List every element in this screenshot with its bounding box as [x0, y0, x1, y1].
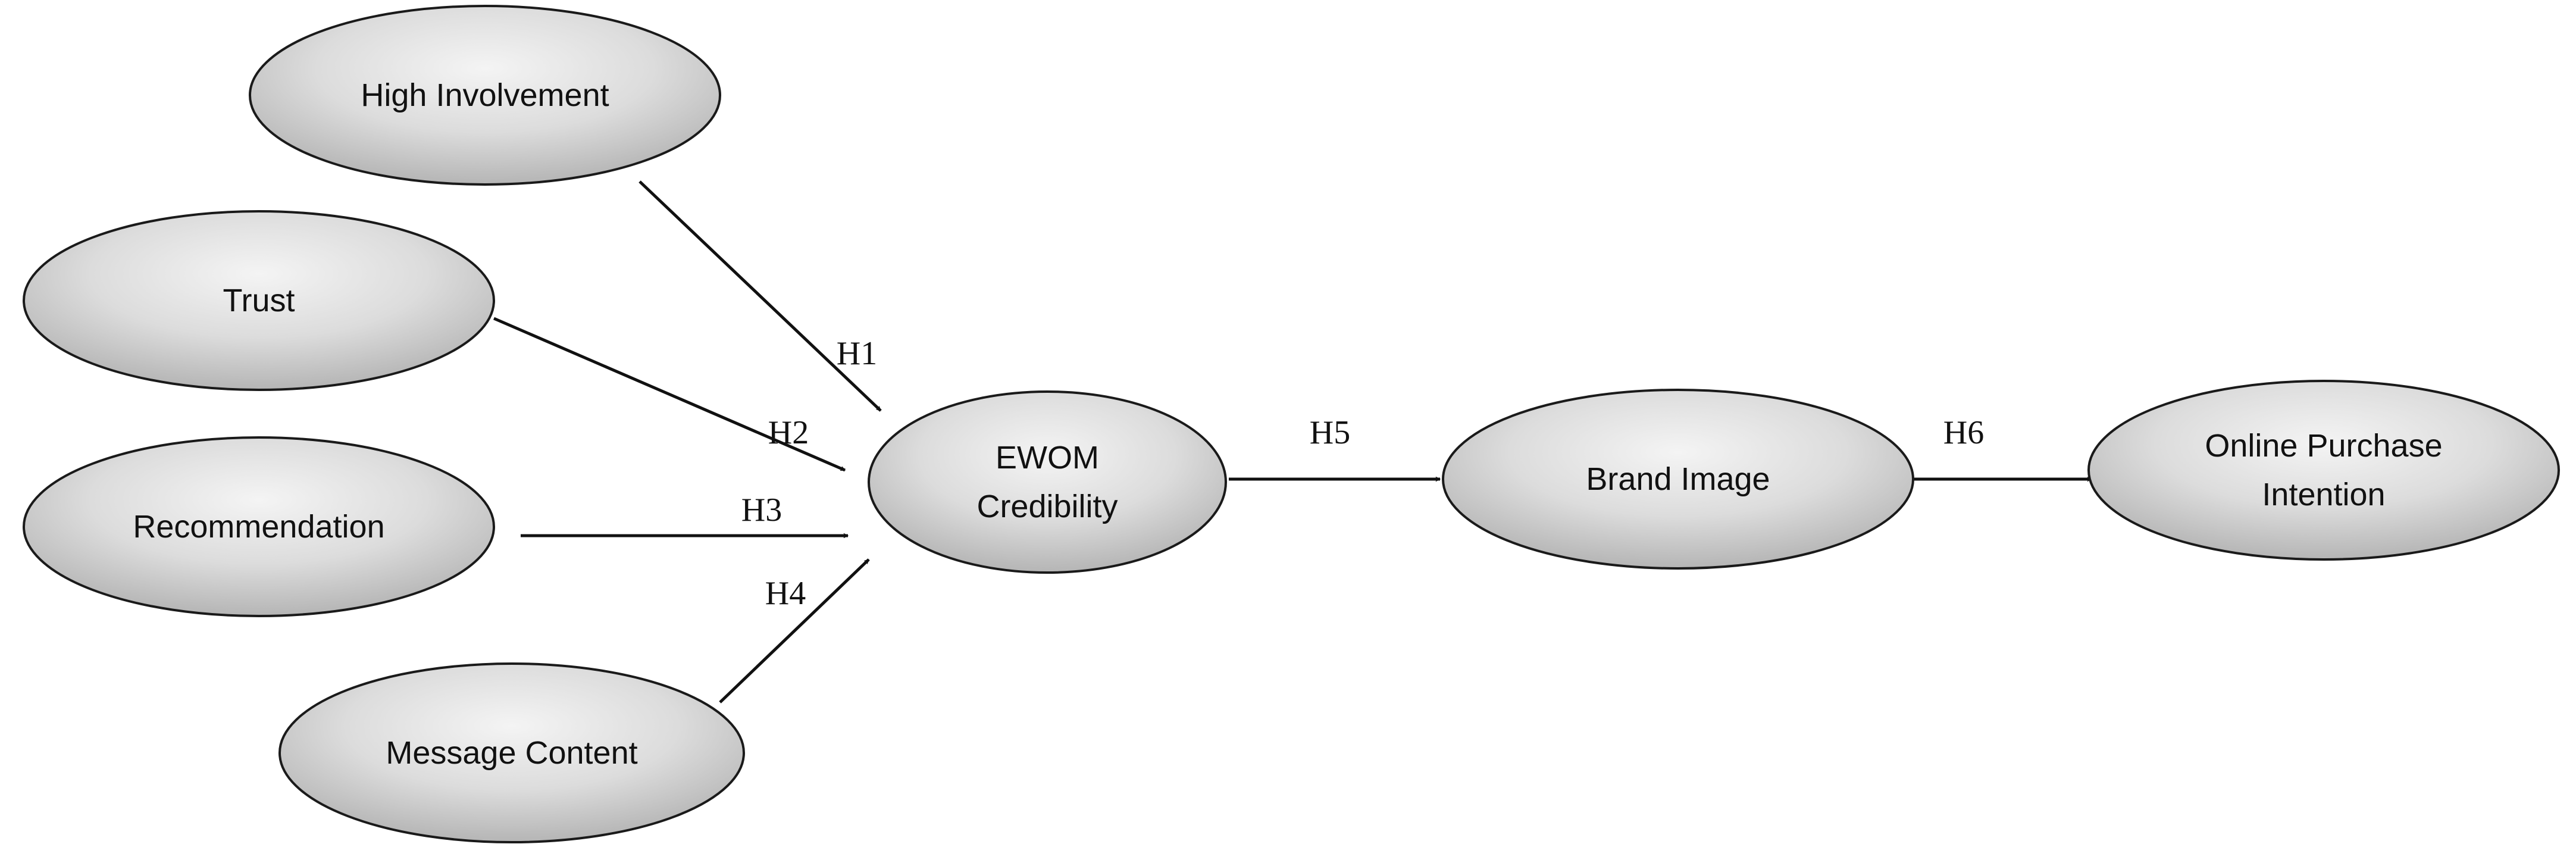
node-label-line: High Involvement: [361, 77, 609, 113]
node-ellipse: [23, 436, 495, 617]
hypothesis-label: H6: [1943, 414, 1984, 451]
nodes-layer: High InvolvementTrustRecommendationMessa…: [23, 5, 2560, 843]
node-ellipse: [1442, 389, 1914, 570]
hypothesis-label: H3: [741, 492, 782, 529]
node-ellipse: [23, 210, 495, 391]
node-label-line: Trust: [223, 283, 295, 318]
hypothesis-label: H1: [837, 335, 877, 372]
hypothesis-label: H5: [1310, 414, 1350, 451]
node-label-line: EWOM: [996, 440, 1099, 476]
hypothesis-label: H4: [765, 575, 806, 612]
node-label-line: Recommendation: [133, 509, 384, 545]
node-trust: Trust: [23, 210, 495, 391]
edge-trust-to-ewom-credibility: [493, 317, 845, 472]
edges-layer: [493, 180, 2092, 704]
node-message-content: Message Content: [278, 662, 745, 843]
hypothesis-label: H2: [768, 414, 809, 451]
node-label-line: Credibility: [976, 489, 1118, 524]
node-ellipse: [278, 662, 745, 843]
edge-message-content-to-ewom-credibility: [719, 558, 870, 704]
node-label-line: Brand Image: [1586, 461, 1770, 497]
node-ellipse: [249, 5, 721, 186]
node-label-line: Message Content: [386, 735, 637, 771]
node-ewom-credibility: EWOM Credibility: [868, 390, 1227, 574]
node-label-line: Online Purchase: [2205, 428, 2442, 464]
node-ellipse: [2087, 380, 2560, 561]
node-label-line: Intention: [2262, 477, 2385, 512]
node-high-involvement: High Involvement: [249, 5, 721, 186]
node-recommendation: Recommendation: [23, 436, 495, 617]
edge-high-involvement-to-ewom-credibility: [638, 180, 882, 412]
node-ellipse: [868, 390, 1227, 574]
node-brand-image: Brand Image: [1442, 389, 1914, 570]
